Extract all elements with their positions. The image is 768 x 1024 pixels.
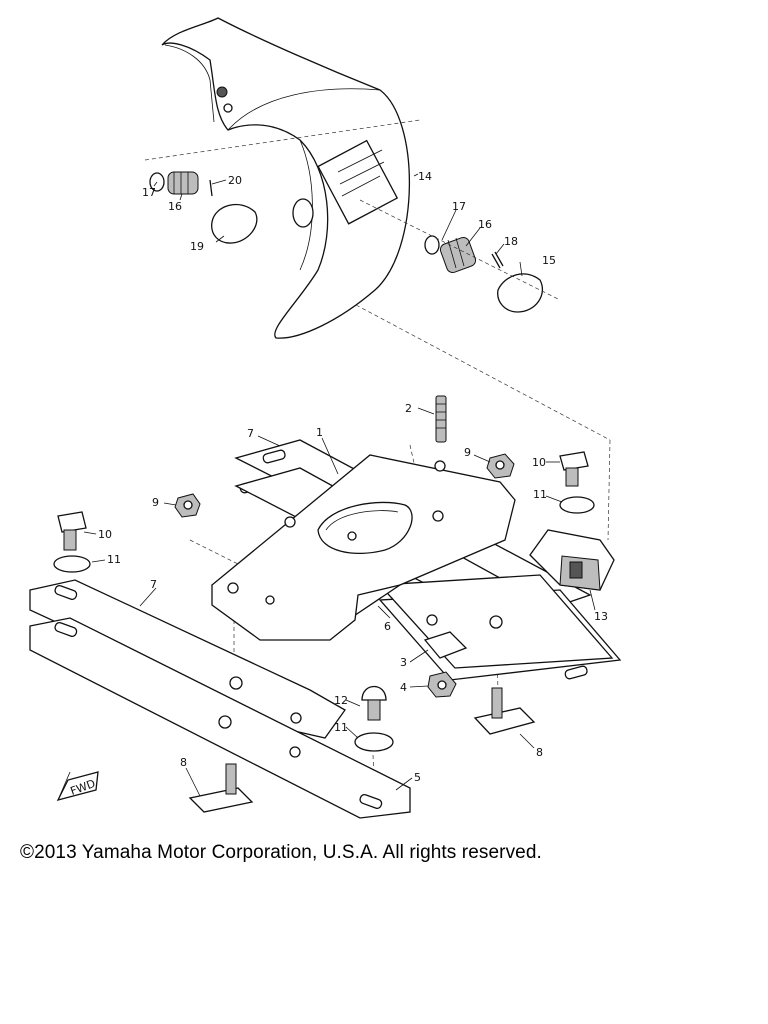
callout-11-bottom: 11: [334, 721, 348, 734]
stud-part-2: [435, 395, 447, 443]
exploded-parts-diagram: FWD 2 7 1 9 10 9: [29, 17, 622, 819]
callout-14: 14: [418, 170, 432, 183]
callout-15: 15: [542, 254, 556, 267]
copyright-notice: ©2013 Yamaha Motor Corporation, U.S.A. A…: [20, 842, 542, 863]
callout-11-left: 11: [107, 553, 121, 566]
callout-leaders: [83, 173, 596, 797]
cap-bolt-part-12: [361, 685, 387, 721]
callout-13: 13: [594, 610, 608, 623]
nut-part-9-right: [486, 453, 515, 479]
cover-part-14: [161, 17, 411, 339]
callout-4: 4: [400, 681, 407, 694]
callout-10-right: 10: [532, 456, 546, 469]
callout-3: 3: [400, 656, 407, 669]
bolt-part-10-right: [559, 451, 589, 487]
callout-2: 2: [405, 402, 412, 415]
strip-part-6: [378, 574, 622, 681]
bolt-part-10-left: [57, 511, 87, 551]
nut-part-9-left: [174, 493, 201, 518]
callout-16-left: 16: [168, 200, 182, 213]
callout-numbers: 2 7 1 9 10 9 11 10 11 7 6 13 3 4 12 11 8…: [98, 170, 608, 784]
washer-part-11-bottom: [354, 732, 394, 752]
callout-20: 20: [228, 174, 242, 187]
callout-17-left: 17: [142, 186, 156, 199]
fwd-arrow: FWD: [56, 771, 99, 801]
washer-part-11-right: [559, 496, 595, 514]
callout-7-upper: 7: [247, 427, 254, 440]
callout-11-right: 11: [533, 488, 547, 501]
right-knob-assembly: [359, 199, 561, 313]
t-bolt-part-8-right: [473, 687, 536, 735]
strip-part-5: [29, 617, 411, 819]
callout-1: 1: [316, 426, 323, 439]
washer-part-11-left: [53, 555, 91, 573]
bracket-part-13: [529, 529, 615, 591]
callout-9-right: 9: [464, 446, 471, 459]
callout-19: 19: [190, 240, 204, 253]
plate-part-3: [423, 631, 468, 659]
callout-8-right: 8: [536, 746, 543, 759]
callout-5: 5: [414, 771, 421, 784]
callout-10-left: 10: [98, 528, 112, 541]
callout-8-left: 8: [180, 756, 187, 769]
nut-part-4: [427, 671, 457, 698]
t-bolt-part-8-left: [188, 763, 254, 813]
callout-7-lower: 7: [150, 578, 157, 591]
callout-12: 12: [334, 694, 348, 707]
callout-18: 18: [504, 235, 518, 248]
left-knob-assembly: [144, 119, 421, 244]
callout-9-left: 9: [152, 496, 159, 509]
callout-16-right: 16: [478, 218, 492, 231]
callout-6: 6: [384, 620, 391, 633]
callout-17-right: 17: [452, 200, 466, 213]
frame-part-1: [210, 454, 516, 641]
